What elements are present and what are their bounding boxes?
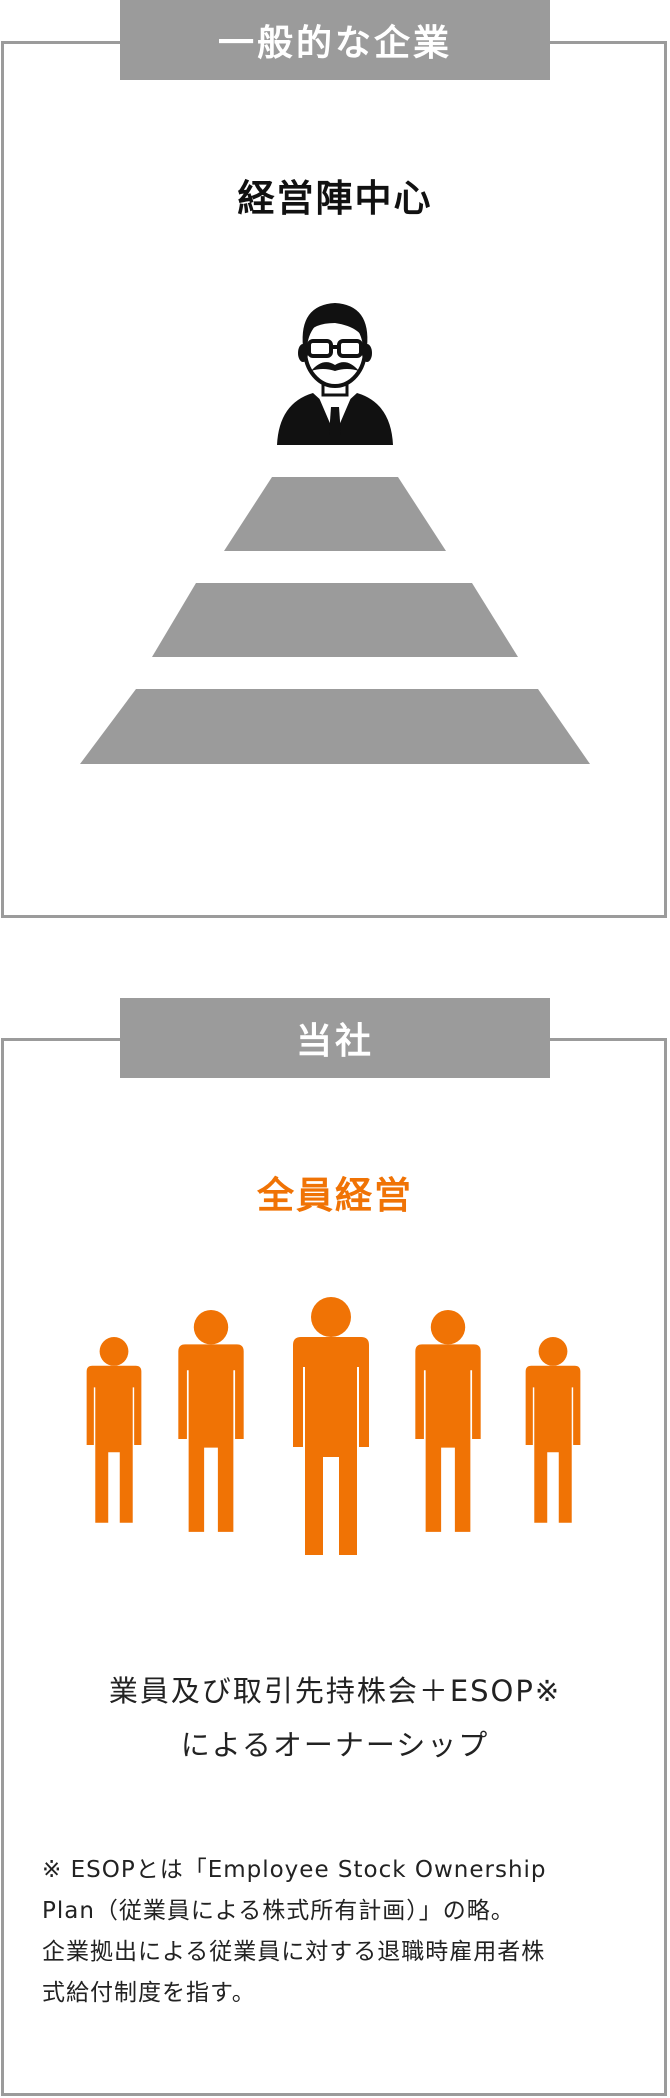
ownership-statement-line-2: によるオーナーシップ bbox=[180, 1728, 490, 1762]
people-group-icon bbox=[86, 1297, 581, 1555]
esop-note-line-4: 式給付制度を指す。 bbox=[42, 1980, 256, 2006]
all-member-management-heading: 全員経営 bbox=[257, 1174, 413, 1217]
person-icon bbox=[293, 1297, 369, 1555]
person-icon bbox=[178, 1310, 244, 1532]
management-centered-heading: 経営陣中心 bbox=[237, 177, 433, 220]
esop-note-line-2: Plan（従業員による株式所有計画）」の略。 bbox=[42, 1898, 515, 1924]
person-icon bbox=[415, 1310, 481, 1532]
person-icon bbox=[525, 1337, 581, 1523]
person-icon bbox=[86, 1337, 142, 1523]
ownership-statement-line-1: 業員及び取引先持株会＋ESOP※ bbox=[108, 1674, 562, 1708]
our-company-panel bbox=[1, 1038, 667, 2096]
esop-note-line-3: 企業拠出による従業員に対する退職時雇用者株 bbox=[42, 1939, 546, 1965]
our-company-tab-label: 当社 bbox=[295, 1021, 374, 1062]
general-company-tab-label: 一般的な企業 bbox=[217, 23, 452, 64]
general-company-tab: 一般的な企業 bbox=[120, 0, 550, 80]
our-company-tab: 当社 bbox=[120, 998, 550, 1078]
esop-note-line-1: ※ ESOPとは「Employee Stock Ownership bbox=[42, 1857, 547, 1883]
businessman-icon bbox=[277, 303, 393, 445]
